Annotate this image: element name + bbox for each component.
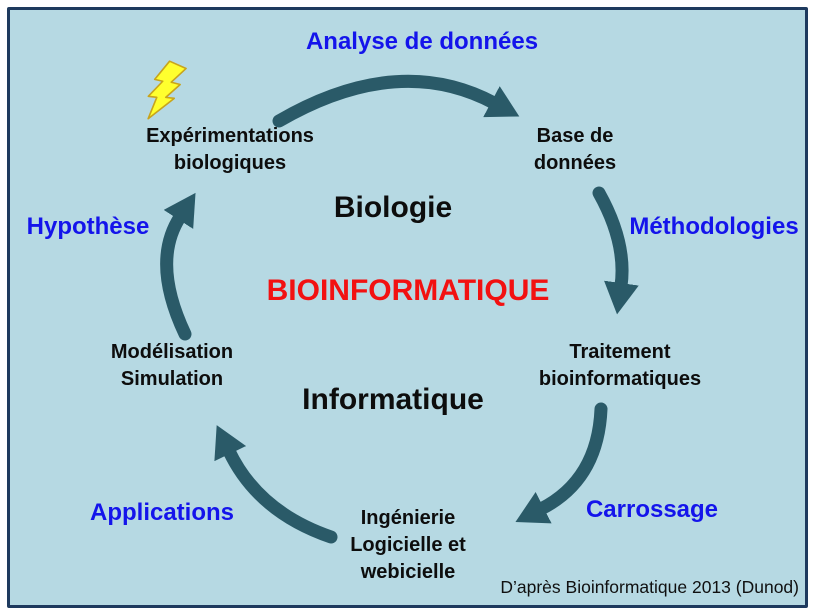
edge-label-methodologies: Méthodologies	[629, 213, 799, 240]
arrow-methodologies	[592, 186, 639, 315]
domain-label-informatique: Informatique	[302, 383, 484, 416]
domain-label-biologie: Biologie	[333, 191, 453, 224]
center-title-bioinformatique: BIOINFORMATIQUE	[266, 274, 550, 307]
arrow-hypothese	[160, 192, 196, 341]
edge-label-hypothese: Hypothèse	[26, 213, 150, 240]
diagram-panel	[7, 7, 808, 608]
node-ingenierie-logicielle: Ingénierie Logicielle et webicielle	[350, 507, 466, 583]
arrow-carrossage	[515, 402, 608, 524]
arrow-analyse-de-donnees	[272, 74, 520, 128]
node-base-de-donnees: Base de données	[533, 125, 617, 174]
edge-label-analyse-de-donnees: Analyse de données	[305, 28, 539, 55]
node-experimentations-biologiques: Expérimentations biologiques	[146, 125, 314, 174]
edge-label-carrossage: Carrossage	[585, 496, 719, 523]
node-traitement-bioinformatiques: Traitement bioinformatiques	[538, 341, 702, 390]
node-modelisation-simulation: Modélisation Simulation	[110, 341, 234, 390]
arrow-applications	[214, 425, 338, 544]
edge-label-applications: Applications	[89, 499, 235, 526]
source-caption: D’après Bioinformatique 2013 (Dunod)	[500, 577, 799, 597]
lightning-bolt-icon	[147, 60, 187, 120]
